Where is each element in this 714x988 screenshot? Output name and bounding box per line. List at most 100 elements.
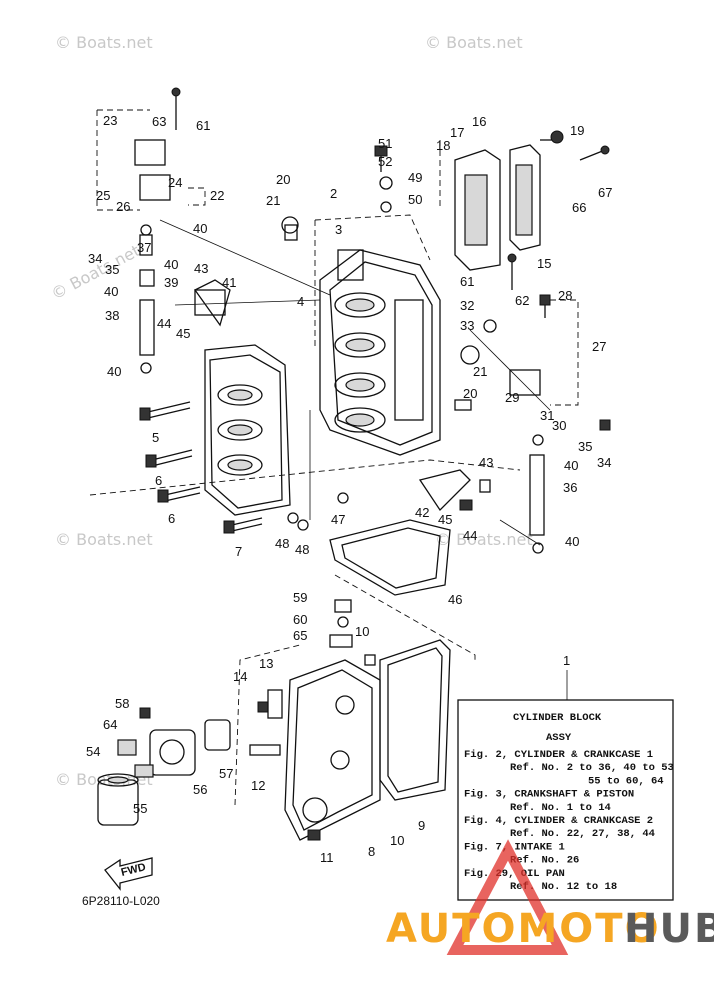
callout-number: 44 <box>157 316 171 331</box>
bolts <box>139 130 611 841</box>
callout-number: 31 <box>540 408 554 423</box>
callout-number: 62 <box>515 293 529 308</box>
callout-number: 54 <box>86 744 100 759</box>
callout-number: 47 <box>331 512 345 527</box>
legend-line: Fig. 3, CRANKSHAFT & PISTON <box>464 789 634 801</box>
logo-text-part1: AUTOMOTO <box>386 906 661 952</box>
cylinder-head <box>204 344 291 516</box>
watermark: © Boats.net <box>435 530 533 549</box>
callout-number: 51 <box>378 136 392 151</box>
fwd-arrow: FWD <box>104 857 153 891</box>
callout-number: 9 <box>418 818 425 833</box>
legend-line: 55 to 60, 64 <box>588 775 664 787</box>
legend-subtitle: ASSY <box>546 732 572 744</box>
callout-number: 61 <box>196 118 210 133</box>
legend-line: Ref. No. 26 <box>510 855 579 867</box>
callout-number: 64 <box>103 717 117 732</box>
watermark-layer: © Boats.net © Boats.net © Boats.net © Bo… <box>48 33 533 789</box>
callout-number: 21 <box>266 193 280 208</box>
oil-filter-assembly <box>97 719 231 826</box>
watermark: © Boats.net <box>55 530 153 549</box>
callout-number: 38 <box>105 308 119 323</box>
callout-number: 45 <box>438 512 452 527</box>
callout-number: 26 <box>116 199 130 214</box>
legend-line: Ref. No. 22, 27, 38, 44 <box>510 828 655 840</box>
callout-number: 5 <box>152 430 159 445</box>
callout-number: 18 <box>436 138 450 153</box>
callout-number: 15 <box>537 256 551 271</box>
callout-number: 19 <box>570 123 584 138</box>
callout-number: 42 <box>415 505 429 520</box>
callout-number: 37 <box>137 240 151 255</box>
callout-number: 16 <box>472 114 486 129</box>
callout-number: 28 <box>558 288 572 303</box>
callout-number: 33 <box>460 318 474 333</box>
callout-number: 40 <box>565 534 579 549</box>
callout-number: 43 <box>479 455 493 470</box>
callout-number: 20 <box>463 386 477 401</box>
callout-number: 2 <box>330 186 337 201</box>
legend-box: 1 CYLINDER BLOCK ASSY Fig. 2, CYLINDER &… <box>457 653 674 901</box>
callout-number: 34 <box>597 455 611 470</box>
crankcase <box>284 659 381 841</box>
callout-number: 17 <box>450 125 464 140</box>
callout-number: 59 <box>293 590 307 605</box>
callout-number: 27 <box>592 339 606 354</box>
callout-number: 4 <box>297 294 304 309</box>
legend-ref-number: 1 <box>563 653 570 668</box>
callout-number: 32 <box>460 298 474 313</box>
callout-number: 66 <box>572 200 586 215</box>
legend-line: Fig. 4, CYLINDER & CRANKCASE 2 <box>464 815 653 827</box>
callout-number: 34 <box>88 251 102 266</box>
callout-number: 40 <box>107 364 121 379</box>
cylinder-block <box>319 249 441 456</box>
thermostat-cover <box>194 249 364 316</box>
callout-number: 40 <box>564 458 578 473</box>
callout-number: 24 <box>168 175 182 190</box>
callout-number: 13 <box>259 656 273 671</box>
callout-number: 58 <box>115 696 129 711</box>
callout-number: 14 <box>233 669 247 684</box>
callout-number: 45 <box>176 326 190 341</box>
watermark: © Boats.net <box>55 33 153 52</box>
callout-number: 50 <box>408 192 422 207</box>
legend-title: CYLINDER BLOCK <box>513 712 602 724</box>
callout-number: 30 <box>552 418 566 433</box>
callout-number: 35 <box>105 262 119 277</box>
callout-number: 39 <box>164 275 178 290</box>
diagram-code: 6P28110-L020 <box>82 894 160 908</box>
fwd-label: FWD <box>120 861 147 879</box>
gaskets <box>329 519 451 801</box>
callout-number: 29 <box>505 390 519 405</box>
callout-number: 21 <box>473 364 487 379</box>
callout-number: 25 <box>96 188 110 203</box>
callout-number: 52 <box>378 154 392 169</box>
callout-number: 46 <box>448 592 462 607</box>
callout-number: 67 <box>598 185 612 200</box>
callout-number: 12 <box>251 778 265 793</box>
small-parts <box>134 87 610 756</box>
callout-number: 63 <box>152 114 166 129</box>
callout-number: 35 <box>578 439 592 454</box>
callout-number: 36 <box>563 480 577 495</box>
callout-number: 23 <box>103 113 117 128</box>
callout-number: 10 <box>390 833 404 848</box>
callout-number: 40 <box>104 284 118 299</box>
callout-number: 8 <box>368 844 375 859</box>
legend-line: Fig. 2, CYLINDER & CRANKCASE 1 <box>464 749 653 761</box>
callout-number: 6 <box>168 511 175 526</box>
legend-line: Ref. No. 1 to 14 <box>510 802 611 814</box>
callout-number: 22 <box>210 188 224 203</box>
callout-number: 57 <box>219 766 233 781</box>
callout-number: 3 <box>335 222 342 237</box>
callout-number: 11 <box>320 850 334 865</box>
callout-number: 43 <box>194 261 208 276</box>
callout-number: 55 <box>133 801 147 816</box>
callout-number: 56 <box>193 782 207 797</box>
callout-number: 49 <box>408 170 422 185</box>
callout-number: 7 <box>235 544 242 559</box>
callout-number: 20 <box>276 172 290 187</box>
logo-text-part2: HUB <box>624 906 714 952</box>
watermark: © Boats.net <box>425 33 523 52</box>
